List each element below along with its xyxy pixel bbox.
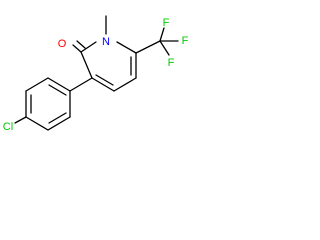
bond-ph6-ph1	[47, 77, 71, 92]
oxygen-label: O	[58, 38, 67, 50]
bond-c4-c3-double	[95, 74, 114, 86]
bond-cf3-ftop	[159, 27, 165, 42]
bond-n1-c6	[116, 41, 137, 54]
bond-c3-phenyl	[69, 77, 93, 92]
bonds	[14, 15, 179, 131]
bond-c2-n1	[80, 41, 97, 53]
bond-c5-c4	[113, 77, 137, 92]
bond-c2-o	[72, 44, 82, 53]
bond-ph2-ph3	[47, 116, 71, 131]
bond-ph6-ph1-double	[48, 84, 67, 96]
chlorine-label: Cl	[3, 121, 13, 133]
fluorine-top-label: F	[163, 17, 170, 29]
bond-ph5-ph6	[25, 77, 49, 92]
fluorine-bottom-label: F	[168, 57, 175, 69]
bond-c4-c3	[91, 77, 115, 92]
molecule-structure: O N F F F Cl	[3, 15, 189, 133]
bond-c-cl	[14, 116, 27, 124]
nitrogen-label: N	[102, 36, 110, 48]
bond-c2-o-double	[76, 40, 86, 49]
bond-c6-cf3	[135, 40, 161, 54]
bond-c3-c2	[80, 51, 93, 79]
bond-cf3-fbottom	[159, 40, 170, 56]
atom-labels: O N F F F Cl	[3, 17, 189, 133]
fluorine-right-label: F	[182, 35, 189, 47]
bond-ph3-ph4	[25, 116, 49, 131]
bond-ph2-ph3-double	[48, 112, 67, 124]
